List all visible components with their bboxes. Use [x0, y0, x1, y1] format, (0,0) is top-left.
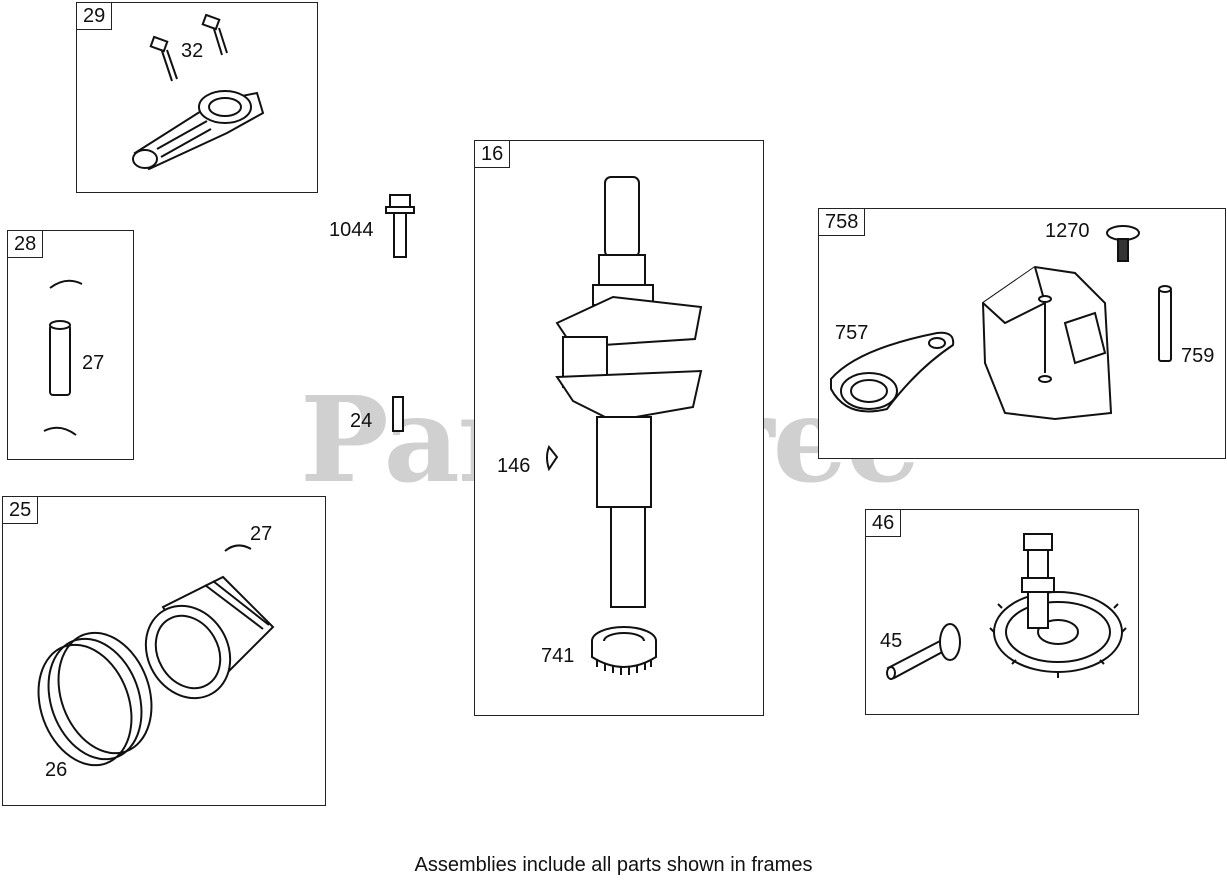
callout-24: 24 [350, 410, 373, 432]
flange-bolt-icon [385, 194, 415, 258]
ring-clip-icon [224, 544, 252, 552]
flywheel-key-icon [392, 396, 404, 432]
frame-tag: 28 [8, 231, 44, 258]
callout-759: 759 [1181, 345, 1215, 367]
tappet-icon [886, 623, 961, 680]
callout-26: 26 [45, 759, 68, 781]
frame-758-counterweight[interactable]: 758 1270 757 759 [818, 208, 1226, 459]
frame-tag: 25 [3, 497, 39, 524]
piston-icon [144, 575, 275, 700]
frame-25-piston[interactable]: 25 27 26 [2, 496, 326, 806]
connecting-rod-icon [132, 90, 265, 171]
callout-741: 741 [541, 645, 575, 667]
retaining-clip-top-icon [49, 279, 83, 289]
callout-32: 32 [181, 40, 204, 62]
frame-tag: 758 [819, 209, 866, 236]
crankshaft-gear-icon [591, 626, 657, 675]
callout-27: 27 [82, 352, 105, 374]
retaining-clip-bottom-icon [43, 426, 77, 436]
camshaft-icon [989, 533, 1127, 678]
governor-pin-icon [1158, 285, 1172, 362]
footer-note: Assemblies include all parts shown in fr… [414, 854, 813, 876]
shoulder-screw-icon [1106, 225, 1140, 262]
callout-1270: 1270 [1045, 220, 1090, 242]
frame-46-camshaft[interactable]: 46 45 [865, 509, 1139, 715]
callout-146: 146 [497, 455, 531, 477]
governor-housing-icon [981, 265, 1113, 421]
frame-tag: 16 [475, 141, 511, 168]
callout-757: 757 [835, 322, 869, 344]
connecting-rod-bolts-icon [149, 13, 228, 82]
callout-1044: 1044 [329, 219, 374, 241]
crankshaft-icon [555, 176, 703, 608]
callout-45: 45 [880, 630, 903, 652]
piston-rings-icon [37, 631, 153, 767]
frame-tag: 29 [77, 3, 113, 30]
frame-29-connecting-rod[interactable]: 29 32 [76, 2, 318, 193]
frame-28-piston-pin[interactable]: 28 27 [7, 230, 134, 460]
frame-16-crankshaft[interactable]: 16 146 741 [474, 140, 764, 716]
callout-27: 27 [250, 523, 273, 545]
balance-weight-icon [830, 331, 955, 413]
woodruff-key-icon [546, 445, 559, 472]
piston-pin-icon [49, 320, 71, 396]
frame-tag: 46 [866, 510, 902, 537]
